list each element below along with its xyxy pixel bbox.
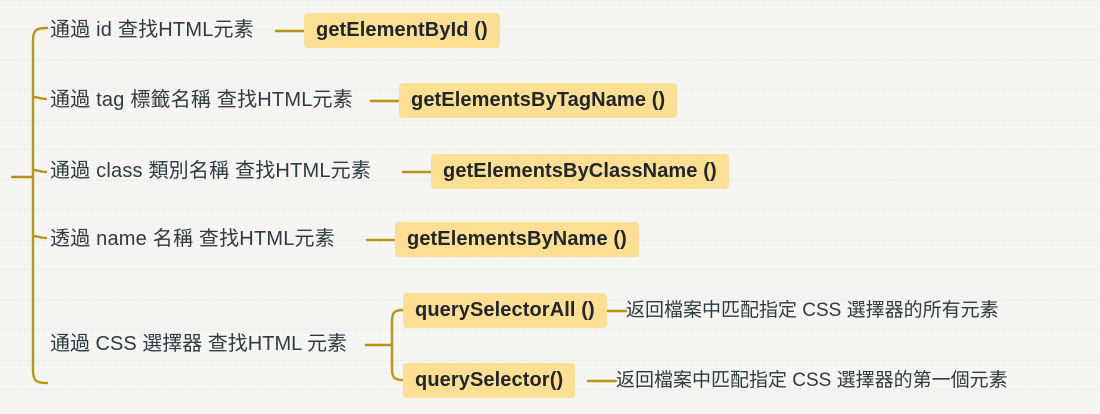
branch-label-by-tag: 通過 tag 標籤名稱 查找HTML元素 (50, 89, 353, 111)
branch-method-by-name[interactable]: getElementsByName () (395, 222, 639, 257)
branch-method-queryselector[interactable]: querySelector() (403, 363, 576, 398)
chip-getelementsbytagname: getElementsByTagName () (399, 83, 678, 118)
branch-label-by-class: 通過 class 類別名稱 查找HTML元素 (50, 160, 372, 182)
branch-label-by-css: 通過 CSS 選擇器 查找HTML 元素 (50, 333, 348, 355)
description-queryselectorall: 返回檔案中匹配指定 CSS 選擇器的所有元素 (626, 300, 999, 321)
branch-method-by-tag[interactable]: getElementsByTagName () (399, 83, 678, 118)
chip-queryselectorall: querySelectorAll () (403, 293, 607, 328)
description-queryselector: 返回檔案中匹配指定 CSS 選擇器的第一個元素 (616, 370, 1008, 391)
chip-queryselector: querySelector() (403, 363, 576, 398)
chip-getelementbyid: getElementById () (304, 13, 500, 48)
branch-method-queryselectorall[interactable]: querySelectorAll () (403, 293, 607, 328)
branch-label-by-name: 透過 name 名稱 查找HTML元素 (50, 228, 335, 250)
branch-label-by-id: 通過 id 查找HTML元素 (50, 19, 254, 41)
branch-method-by-id[interactable]: getElementById () (304, 13, 500, 48)
chip-getelementsbyclassname: getElementsByClassName () (431, 154, 729, 189)
chip-getelementsbyname: getElementsByName () (395, 222, 639, 257)
branch-method-by-class[interactable]: getElementsByClassName () (431, 154, 729, 189)
